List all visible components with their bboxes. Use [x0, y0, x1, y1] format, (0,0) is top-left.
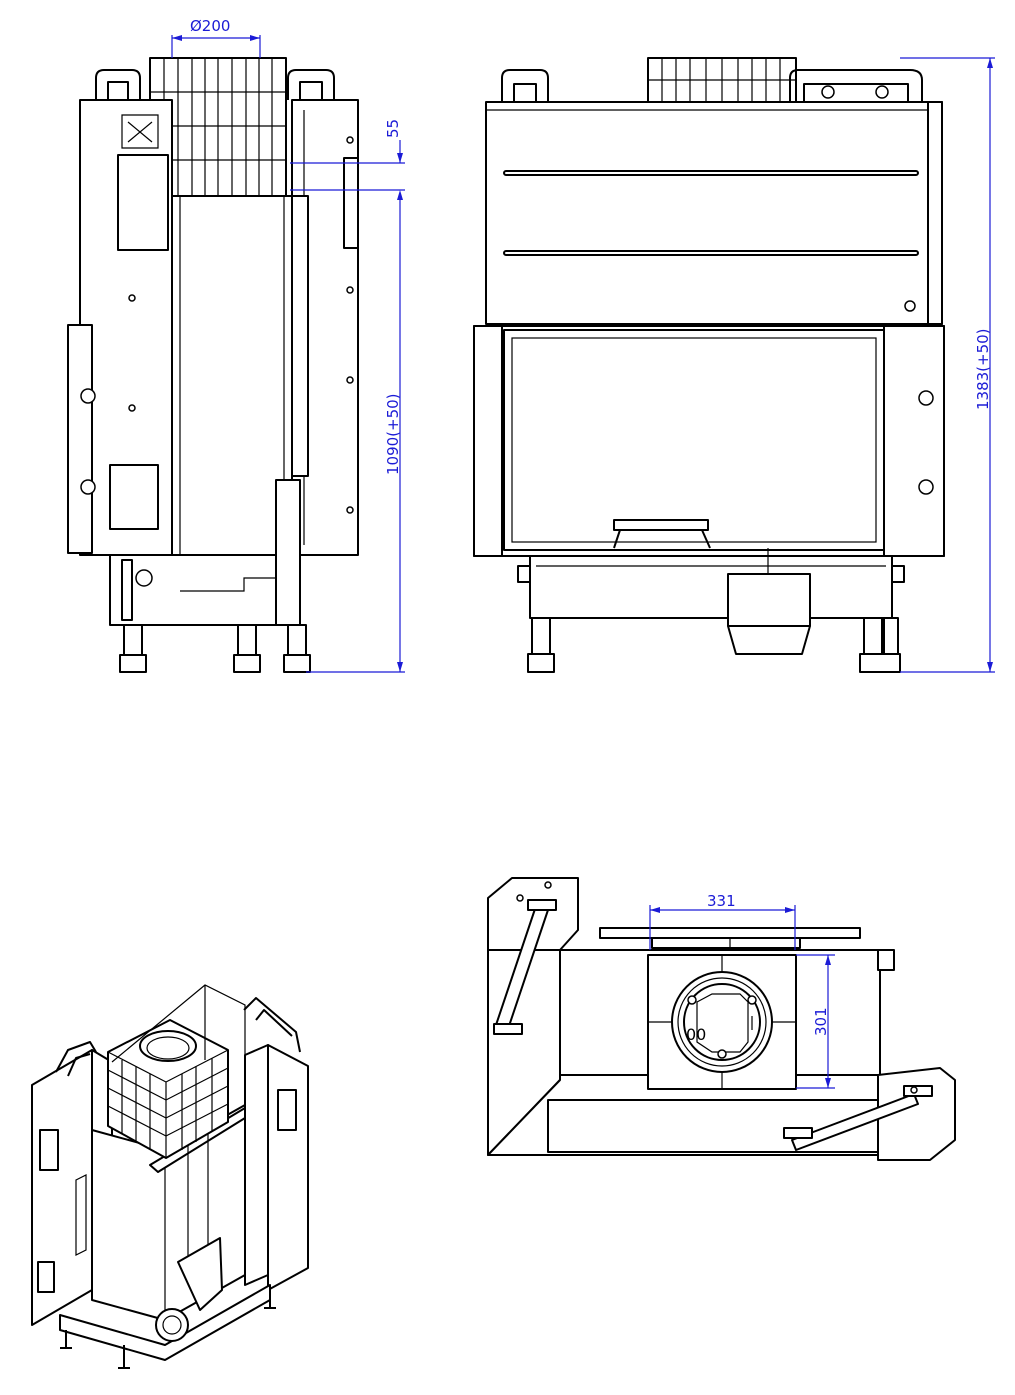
front-glass-door: [503, 329, 885, 551]
side-left-handle: [95, 69, 141, 100]
iso-air-intake: [155, 1308, 189, 1342]
top-right-handle: [791, 1093, 919, 1151]
front-view: [473, 57, 945, 673]
iso-right-panel: [244, 1044, 269, 1286]
front-ash-box: [727, 573, 811, 627]
top-dimensions: 331 301: [649, 892, 835, 1089]
dim-front-height: 1383(+50): [974, 328, 992, 410]
iso-ash-funnel: [177, 1237, 223, 1311]
iso-feet: [60, 1300, 276, 1369]
dim-top-width: 331: [707, 892, 736, 910]
dim-side-height: 1090(+50): [384, 393, 402, 475]
dim-top-offset: 55: [384, 119, 402, 138]
side-feet: [119, 624, 311, 673]
front-feet: [527, 617, 901, 673]
dim-top-depth: 301: [812, 1007, 830, 1036]
front-base-frame: [529, 555, 893, 619]
top-front-rail: [599, 927, 861, 939]
front-top-hood: [485, 101, 943, 325]
front-right-handle: [789, 69, 923, 102]
dim-flue-partial: 00: [686, 1025, 706, 1044]
front-dimensions: 1383(+50): [900, 57, 995, 673]
iso-flue-block: [107, 1019, 229, 1159]
side-dimensions: Ø200 55 1090(+50): [171, 17, 405, 673]
side-main-body: [171, 195, 293, 592]
side-view: [67, 57, 359, 673]
isometric-view: [31, 984, 309, 1369]
top-right-panel: [877, 1067, 956, 1161]
side-panel-upper-window: [117, 154, 169, 251]
side-panel-lower-window: [109, 464, 159, 530]
dim-flue-diameter: Ø200: [190, 17, 230, 35]
top-view: 00: [487, 877, 956, 1161]
side-base-frame: [109, 554, 301, 626]
front-door-handle: [613, 519, 711, 549]
side-right-handle: [287, 69, 335, 100]
top-flue-block: 00: [647, 954, 797, 1090]
front-flue-block: [647, 57, 797, 103]
front-left-handle: [501, 69, 549, 102]
